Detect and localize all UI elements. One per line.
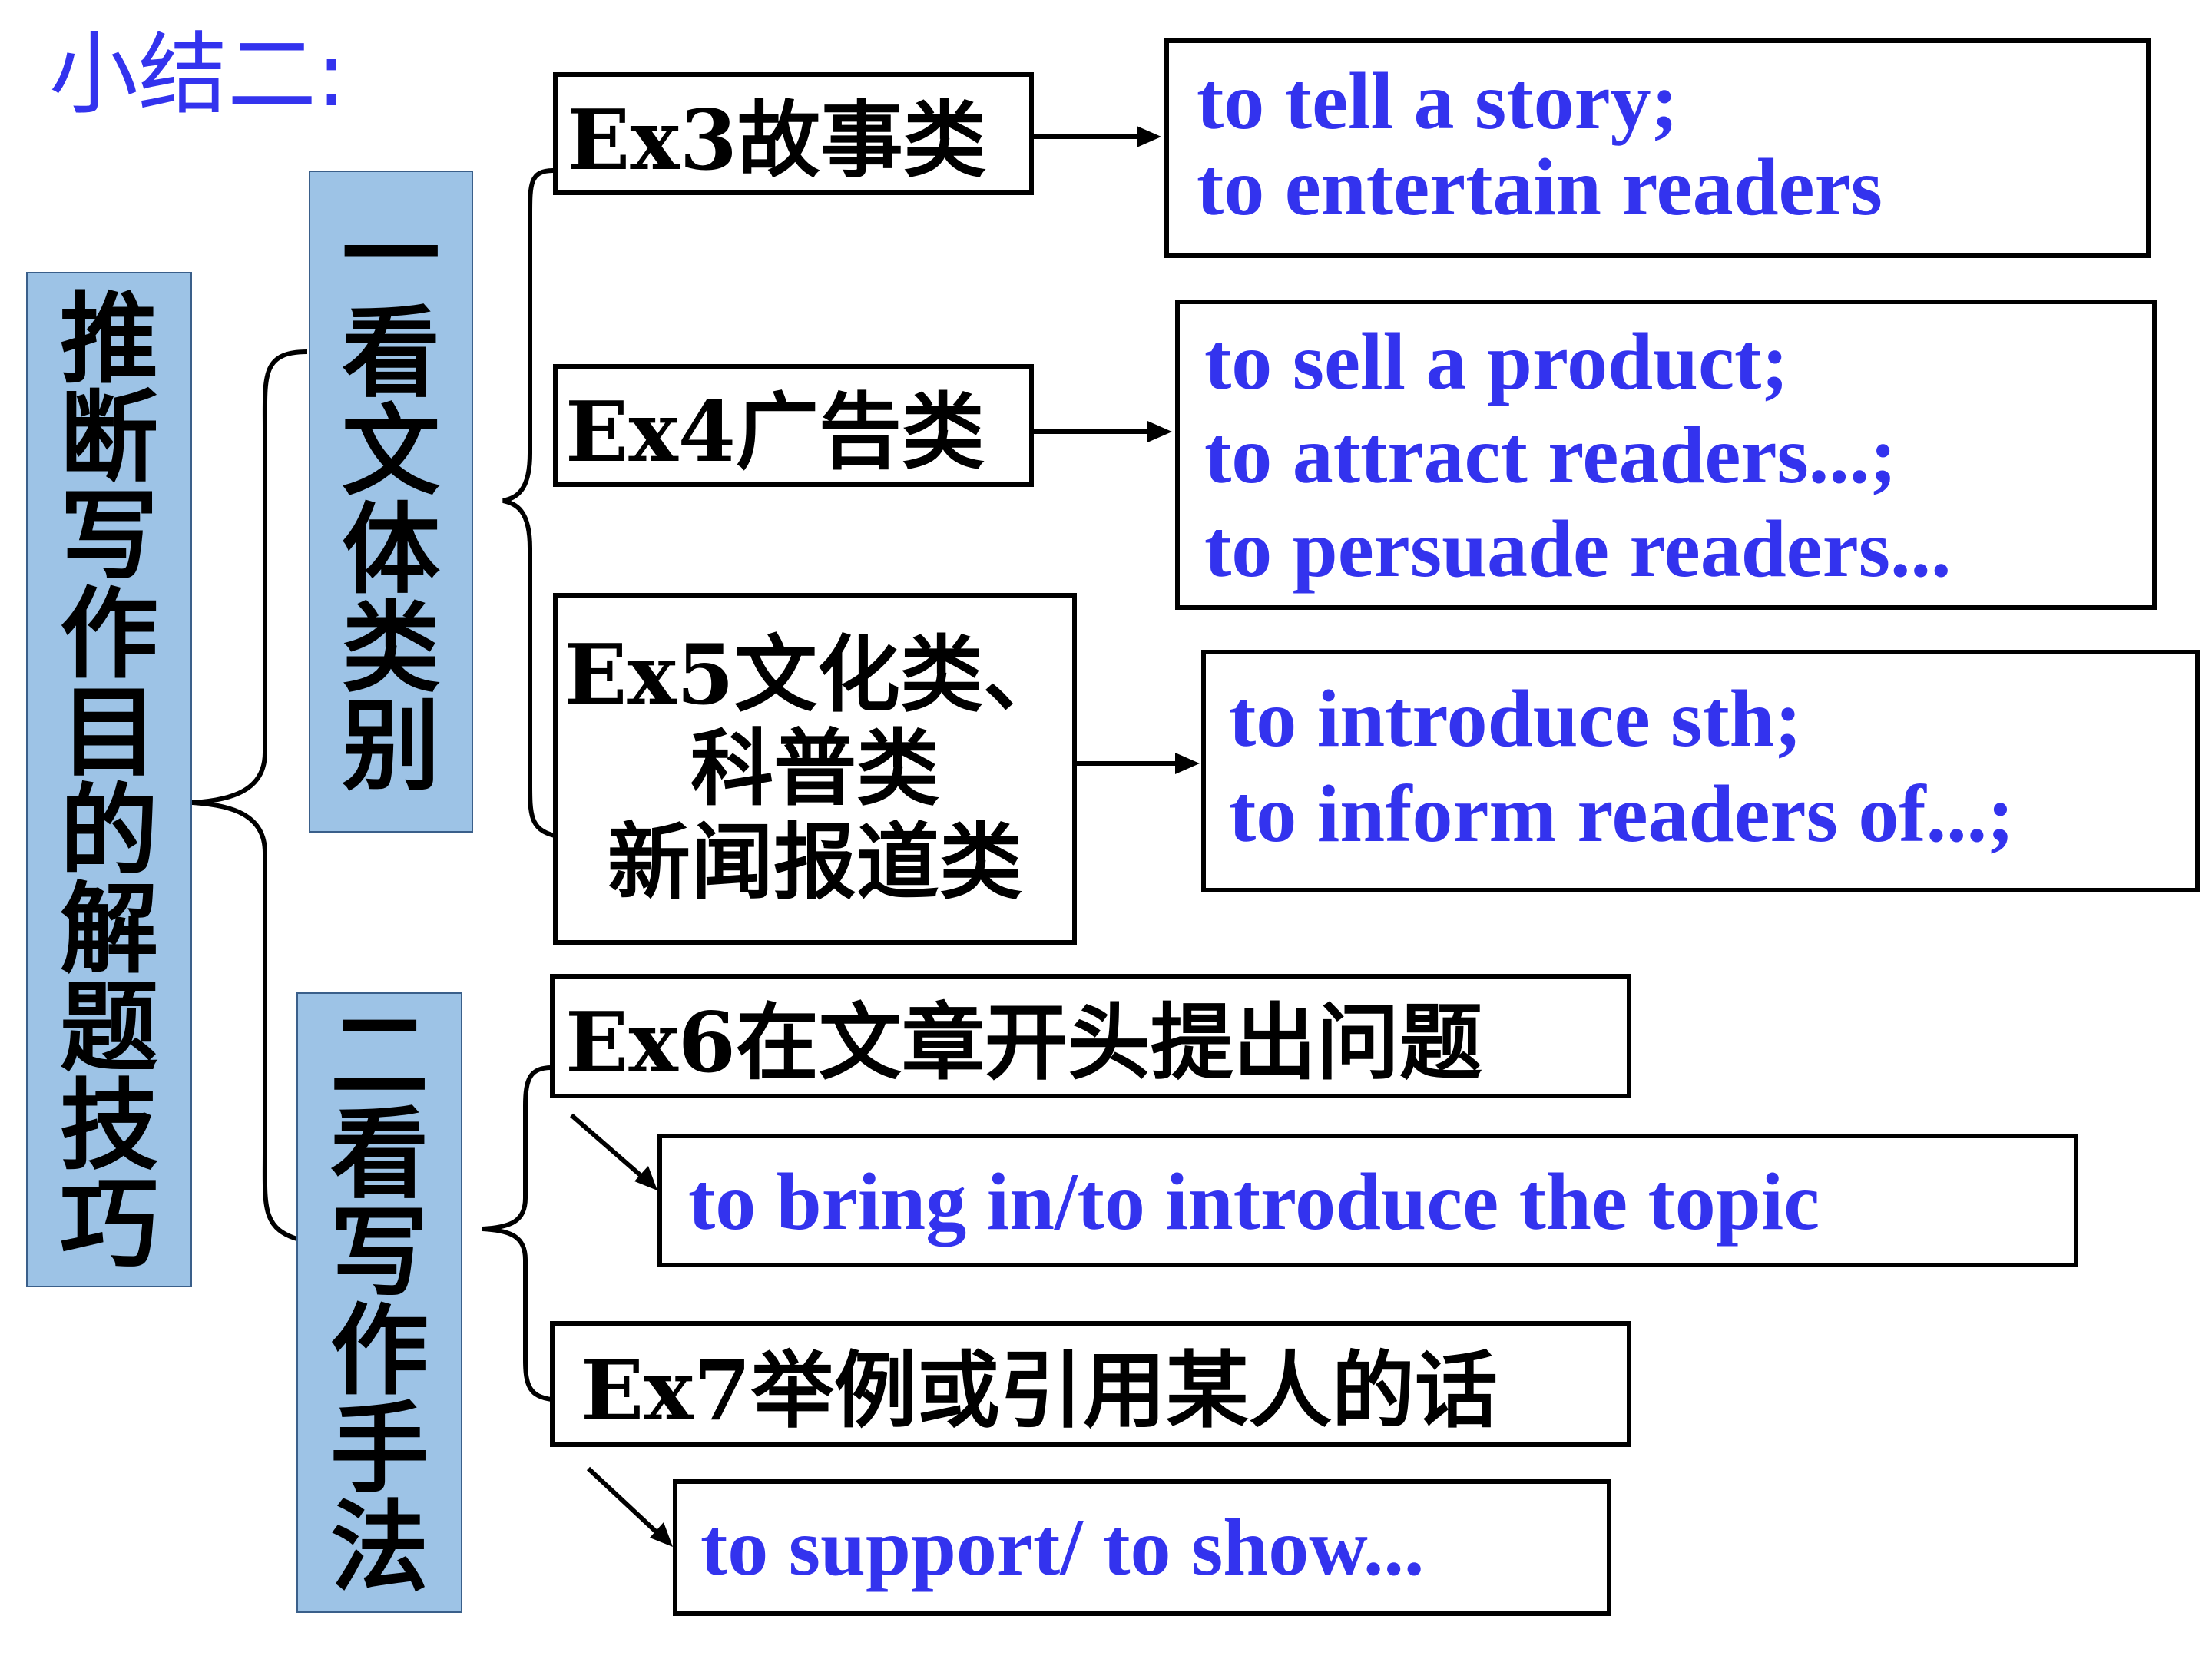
arrow-ex7 [586,1466,660,1535]
technique-char: 手 [329,1392,429,1507]
category-label: Ex6在文章开头提出问题 [565,995,1482,1091]
technique-char: 作 [329,1294,429,1409]
purpose-line: to sell a product; [1204,316,1789,406]
arrowhead-ex7 [650,1522,673,1547]
main-char: 写 [59,479,158,594]
brace-genre [502,168,555,838]
purpose-line: to tell a story; [1197,56,1678,146]
purpose-line: to attract readers...; [1204,410,1897,500]
main-char: 目 [59,676,158,790]
purpose-example-quote: to support/ to show... [673,1479,1611,1616]
brace-technique [482,1065,552,1402]
purpose-line: to persuade readers... [1204,504,1952,594]
category-question-opening: Ex6在文章开头提出问题 [550,974,1631,1098]
main-brace [191,349,308,1242]
purpose-story: to tell a story; to entertain readers [1164,38,2151,258]
genre-char: 看 [341,296,440,411]
purpose-culture-science-news: to introduce sth; to inform readers of..… [1201,650,2200,892]
category-example-quote: Ex7举例或引用某人的话 [550,1321,1631,1447]
purpose-line: to introduce sth; [1229,674,1802,763]
category-label: Ex7举例或引用某人的话 [581,1343,1498,1439]
purpose-advertisement: to sell a product; to attract readers...… [1175,300,2157,610]
purpose-line: to bring in/to introduce the topic [688,1157,1820,1247]
genre-char: 文 [341,395,440,509]
category-label: Ex3故事类 [567,92,986,189]
main-char: 的 [59,774,158,889]
arrowhead-ex5 [1175,753,1200,774]
category-advertisement: Ex4广告类 [553,364,1034,487]
arrowhead-ex4 [1147,421,1172,442]
category-label: Ex5文化类、 [564,626,1066,724]
category-story: Ex3故事类 [553,72,1034,195]
purpose-line: to inform readers of...; [1229,769,2015,859]
arrowhead-ex6 [634,1166,657,1190]
technique-box: 二 看 写 作 手 法 [296,992,462,1613]
category-label: Ex4广告类 [565,384,985,481]
technique-char: 法 [329,1491,429,1605]
category-label: 新闻报道类 [607,814,1022,912]
main-char: 断 [59,381,158,495]
genre-char: 一 [341,198,440,313]
technique-char: 二 [329,999,429,1114]
technique-char: 写 [329,1196,429,1310]
main-char: 作 [59,578,158,692]
genre-char: 体 [341,493,440,608]
technique-char: 看 [329,1098,429,1212]
page-title: 小结二: [49,23,347,127]
main-topic-box: 推 断 写 作 目 的 解 题 技 巧 [26,272,192,1287]
arrowhead-ex3 [1137,126,1161,147]
category-culture-science-news: Ex5文化类、 科普类 新闻报道类 [553,593,1077,945]
main-char: 巧 [59,1167,158,1282]
arrow-ex6 [570,1113,644,1179]
category-label: 科普类 [690,720,939,817]
purpose-line: to entertain readers [1197,142,1883,232]
main-char: 推 [59,283,158,397]
main-char: 技 [59,1069,158,1184]
main-char: 解 [59,873,158,987]
genre-char: 别 [341,690,440,804]
purpose-line: to support/ to show... [700,1502,1425,1592]
purpose-question-opening: to bring in/to introduce the topic [657,1134,2078,1267]
genre-box: 一 看 文 体 类 别 [309,171,473,833]
main-char: 题 [59,971,158,1085]
genre-char: 类 [341,591,440,706]
